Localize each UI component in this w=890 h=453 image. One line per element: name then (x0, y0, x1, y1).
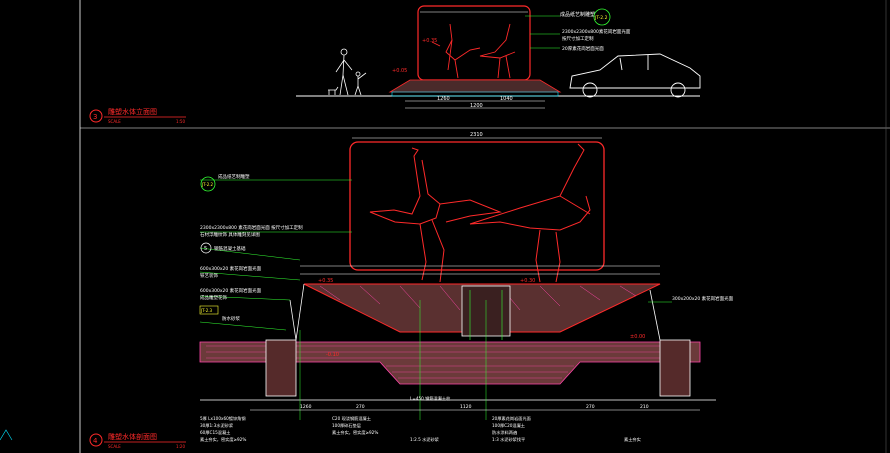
section-note-b9: 1:2.5 水泥砂浆 (410, 436, 440, 443)
elevation-note-2: 2300x2300x800素花岗岩面光面 (562, 28, 631, 35)
section-note-b5: C20 现浇钢筋混凝土 (332, 415, 371, 422)
section-leader-l3 (199, 247, 301, 261)
section-leader-l6 (199, 321, 287, 331)
section-note-l6: 铁艺装饰 (200, 272, 218, 279)
corner-mark (0, 429, 13, 441)
elevation-note-1: 成品纸艺制雕塑 (560, 11, 595, 18)
elevation-number-circle (89, 109, 103, 123)
car-icon (569, 53, 701, 98)
section-note-b8: L=450 钢筋混凝土柱 (410, 395, 451, 402)
section-top-dim: 2310 (470, 132, 483, 138)
section-note-b3: 60厚C15混凝土 (200, 429, 230, 436)
section-note-b13: 1:3 水泥砂浆找平 (492, 436, 525, 443)
elevation-dim-3: 1040 (500, 96, 513, 102)
dog-icon (328, 86, 339, 95)
person-icon (335, 48, 353, 96)
section-note-b6: 100厚碎石垫层 (332, 422, 361, 429)
section-dim-3: 1120 (460, 404, 472, 410)
elevation-callout-tag: JT-2.2 (594, 15, 608, 21)
section-note-b1: 5厚 Lx100x60镀锌角钢 (200, 415, 246, 422)
child-icon (354, 71, 367, 96)
section-note-b12: 防水涂料两遍 (492, 429, 518, 436)
section-right-edge (649, 289, 661, 341)
elevation-note-3: 按尺寸加工定制 (562, 35, 594, 42)
section-sculpture-panel (349, 141, 605, 271)
elevation-callout-circle (593, 8, 611, 26)
section-callout-circle (200, 176, 216, 192)
section-dim-2: 270 (356, 404, 365, 410)
section-number: 4 (93, 437, 98, 445)
section-number-circle (89, 433, 103, 447)
section-left-edge (289, 283, 305, 341)
section-note-b10: 20厚素花岗岩面光面 (492, 415, 531, 422)
section-scale-value: 1:20 (176, 444, 185, 449)
elevation-note-4: 20厚素花岗岩面光面 (562, 45, 604, 52)
elevation-level-1: +0.35 (422, 38, 437, 44)
elevation-view: 1260 1200 1040 +0.35 +0.05 成品纸艺制雕塑 2300x… (89, 5, 701, 124)
section-note-b14: 素土夯实 (624, 436, 641, 443)
section-level-2: +0.30 (520, 278, 535, 284)
elevation-number: 3 (93, 113, 97, 121)
elevation-scale-caption: SCALE (108, 119, 121, 124)
section-slab (199, 341, 701, 385)
section-note-l3: 石材浮雕纹饰 具体雕刻见详图 (200, 231, 260, 238)
section-note-l8: 成品雕塑花饰 (200, 294, 227, 301)
section-note-l7: 600x300x20 素花岗岩面光面 (200, 287, 262, 294)
section-detail-tag-box (199, 305, 219, 315)
section-detail-circle (200, 242, 212, 254)
section-leader-l5 (199, 295, 291, 301)
section-note-l1: 成品纸艺制雕塑 (218, 173, 250, 180)
elevation-dim-2: 1200 (470, 103, 483, 109)
section-note-r1: 300x200x20 素花岗岩面光面 (672, 295, 734, 302)
section-note-b11: 100厚C20混凝土 (492, 422, 525, 429)
section-title: 雕塑水体剖面图 (108, 432, 157, 441)
section-dim-1: 1260 (300, 404, 312, 410)
crane-sculpture-icon (431, 23, 516, 79)
section-crane-left (369, 147, 502, 283)
elevation-plinth (391, 91, 559, 97)
section-note-b2: 30厚1:3水泥砂浆 (200, 422, 234, 429)
section-level-3: ±0.00 (630, 334, 645, 340)
section-dim-5: 210 (640, 404, 649, 410)
section-note-l9: 防水砂浆 (222, 315, 240, 322)
section-detail-tag: JT-2.3 (200, 308, 213, 313)
section-right-wall (659, 339, 691, 397)
section-note-l4: 钢筋混凝土基础 (214, 245, 246, 252)
elevation-base (388, 79, 562, 93)
section-slab-hatch (206, 345, 690, 379)
elevation-title: 雕塑水体立面图 (108, 107, 157, 116)
section-scale-caption: SCALE (108, 444, 121, 449)
section-detail-number: 5 (204, 246, 207, 252)
section-left-wall (265, 339, 297, 397)
section-note-l2: 2300x2300x800 素花岗岩面光面 按尺寸加工定制 (200, 224, 303, 231)
section-level-4: -0.10 (326, 352, 339, 358)
elevation-scale-value: 1:50 (176, 119, 185, 124)
section-note-l5: 600x300x20 素花岗岩面光面 (200, 265, 262, 272)
section-view: 2310 (89, 132, 734, 449)
elevation-level-2: +0.05 (392, 68, 407, 74)
section-level-1: +0.35 (318, 278, 333, 284)
section-note-b7: 素土夯实，密实度≥92% (332, 429, 378, 436)
section-leader-l4 (199, 271, 301, 281)
elevation-dim-1: 1260 (437, 96, 450, 102)
section-crane-right (469, 143, 591, 283)
section-callout-tag: JT-2.2 (201, 182, 214, 187)
section-dim-4: 270 (586, 404, 595, 410)
section-note-b4: 素土夯实，密实度≥92% (200, 436, 246, 443)
